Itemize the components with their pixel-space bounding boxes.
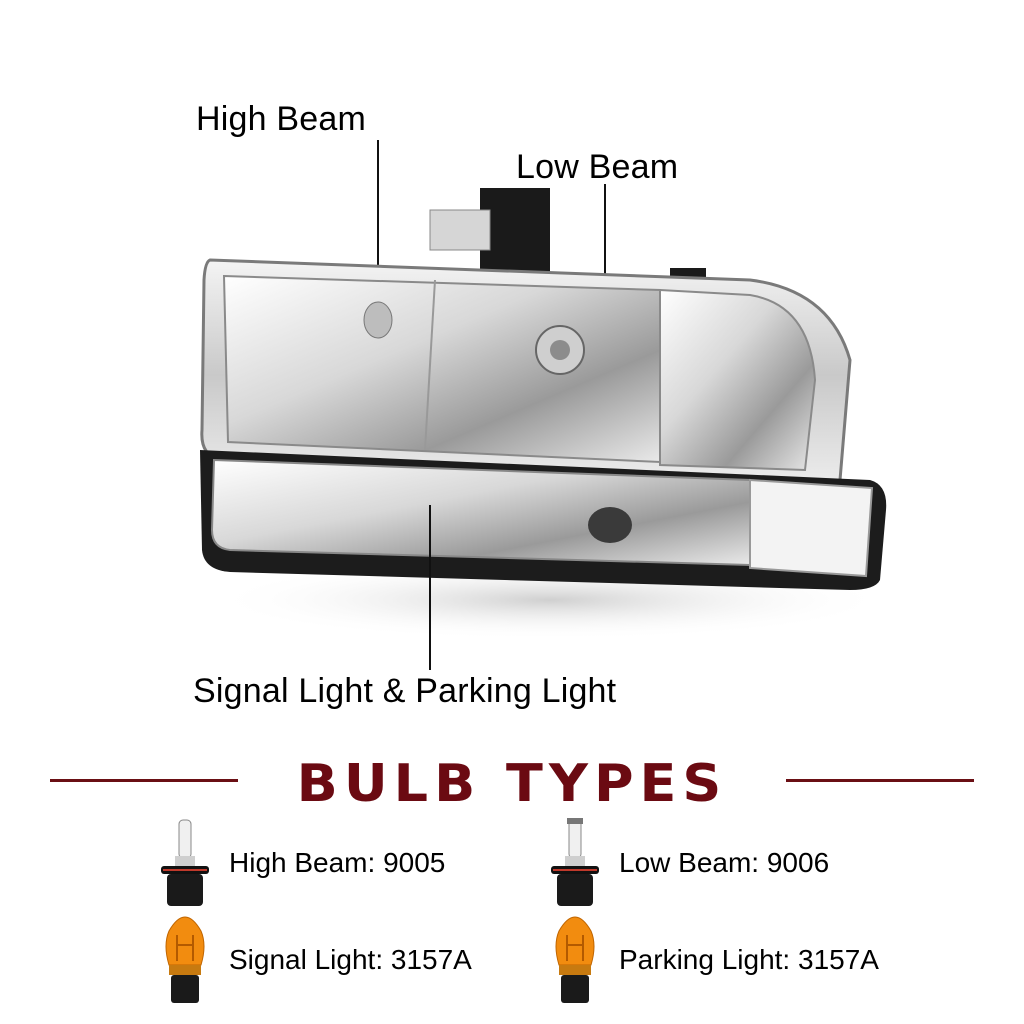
amber-bulb-3157a-icon — [555, 916, 595, 1003]
bulb-types-header: BULB TYPES — [50, 752, 974, 814]
halogen-bulb-9006-icon — [551, 818, 599, 906]
bulb-item-low-beam: Low Beam: 9006 — [545, 818, 829, 908]
bulb-label: Parking Light: 3157A — [619, 944, 879, 975]
header-rule-right — [786, 779, 974, 782]
high-beam-callout: High Beam — [196, 100, 366, 138]
headlight-assembly-image — [200, 188, 890, 640]
bulb-item-high-beam: High Beam: 9005 — [155, 818, 445, 908]
bulb-item-signal-light: Signal Light: 3157A — [155, 915, 472, 1005]
bulb-item-parking-light: Parking Light: 3157A — [545, 915, 879, 1005]
low-beam-callout: Low Beam — [516, 148, 679, 186]
low-beam-leader-line — [604, 184, 606, 304]
bulb-label: Low Beam: 9006 — [619, 847, 830, 878]
amber-bulb-3157a-icon — [165, 916, 205, 1003]
section-title: BULB TYPES — [296, 753, 728, 814]
halogen-bulb-9005-icon — [161, 819, 209, 906]
signal-parking-callout: Signal Light & Parking Light — [193, 672, 617, 710]
high-beam-leader-line — [377, 140, 379, 315]
bulb-label: High Beam: 9005 — [229, 847, 446, 878]
header-rule-left — [50, 779, 238, 782]
bulb-label: Signal Light: 3157A — [229, 944, 472, 975]
signal-parking-leader-line — [429, 505, 431, 670]
